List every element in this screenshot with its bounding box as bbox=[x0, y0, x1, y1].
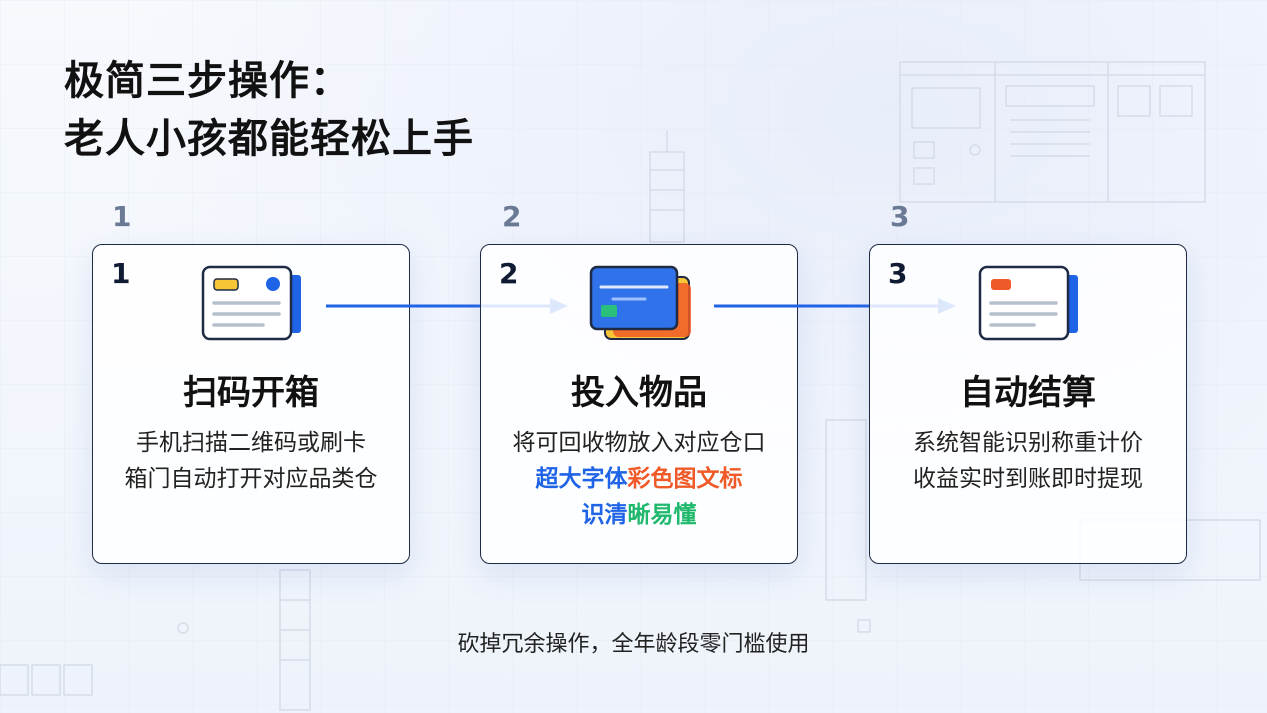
step-1-title: 扫码开箱 bbox=[183, 373, 319, 413]
receipt-card-icon bbox=[974, 263, 1084, 351]
step-2-highlight-orange: 彩色图文标 bbox=[627, 466, 743, 492]
step-2-desc-line3: 识清晰易懂 bbox=[481, 497, 797, 533]
step-2-highlight-green: 晰易懂 bbox=[627, 502, 697, 528]
footer-caption: 砍掉冗余操作，全年龄段零门槛使用 bbox=[457, 632, 810, 657]
bank-card-icon bbox=[585, 263, 695, 351]
step-3-number-top: 3 bbox=[890, 200, 910, 233]
step-card-3: 3 自动结算 系统智能识别称重计价 收益实时到账即时提现 bbox=[869, 244, 1187, 564]
step-card-2: 2 投入物品 将可回收物放入对应仓口 超大字体彩色图文标 识清晰易懂 bbox=[480, 244, 798, 564]
step-3-desc-line1: 系统智能识别称重计价 bbox=[913, 430, 1143, 456]
step-2-number: 2 bbox=[499, 257, 519, 290]
step-3-desc-line2: 收益实时到账即时提现 bbox=[913, 466, 1143, 492]
step-2-number-top: 2 bbox=[502, 200, 522, 233]
step-3-number: 3 bbox=[888, 257, 908, 290]
step-2-highlight-blue-2: 识清 bbox=[581, 502, 628, 528]
step-1-desc-line2: 箱门自动打开对应品类仓 bbox=[124, 466, 378, 492]
page-title-line2: 老人小孩都能轻松上手 bbox=[64, 116, 474, 162]
step-2-highlight-blue: 超大字体 bbox=[535, 466, 628, 492]
qr-card-icon bbox=[197, 263, 307, 351]
step-2-description: 将可回收物放入对应仓口 超大字体彩色图文标 识清晰易懂 bbox=[481, 425, 797, 533]
page-title: 极简三步操作： 老人小孩都能轻松上手 bbox=[64, 52, 474, 168]
step-2-desc-line2: 超大字体彩色图文标 bbox=[481, 461, 797, 497]
step-2-desc-line1: 将可回收物放入对应仓口 bbox=[512, 430, 766, 456]
step-1-number: 1 bbox=[111, 257, 131, 290]
step-card-1: 1 扫码开箱 手机扫描二维码或刷卡 箱门自动打开对应品类仓 bbox=[92, 244, 410, 564]
step-3-description: 系统智能识别称重计价 收益实时到账即时提现 bbox=[870, 425, 1186, 497]
step-1-description: 手机扫描二维码或刷卡 箱门自动打开对应品类仓 bbox=[93, 425, 409, 497]
step-3-title: 自动结算 bbox=[960, 373, 1096, 413]
step-1-desc-line1: 手机扫描二维码或刷卡 bbox=[136, 430, 366, 456]
step-2-title: 投入物品 bbox=[571, 373, 707, 413]
step-1-number-top: 1 bbox=[112, 200, 132, 233]
decorative-sketch bbox=[0, 61, 1261, 711]
page-title-line1: 极简三步操作： bbox=[64, 58, 351, 104]
